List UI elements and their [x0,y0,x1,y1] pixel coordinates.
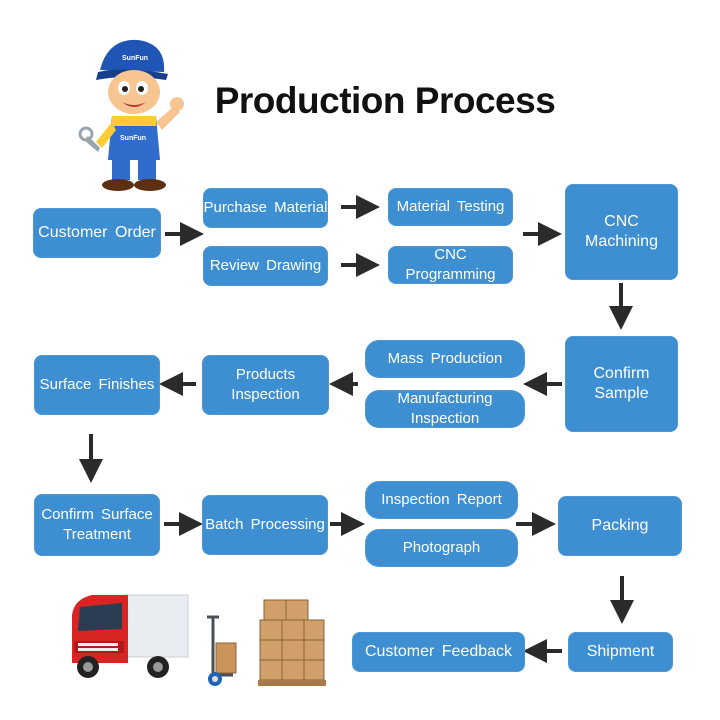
cardboard-boxes-illustration [258,599,326,686]
step-confirm-surface-treatment: Confirm Surface Treatment [34,494,160,556]
mascot-cap-text: SunFun [122,55,148,62]
step-products-inspection: Products Inspection [202,355,329,415]
step-manufacturing-inspection: Manufacturing Inspection [365,390,525,428]
red-truck-illustration [72,594,189,678]
step-shipment: Shipment [568,632,673,672]
mascot-chest-text: SunFun [120,135,146,142]
step-confirm-sample: Confirm Sample [565,336,678,432]
step-cnc-machining: CNC Machining [565,184,678,280]
step-review-drawing: Review Drawing [203,246,328,286]
diagram-title: Production Process [214,80,556,121]
step-batch-processing: Batch Processing [202,495,328,555]
step-customer-feedback: Customer Feedback [352,632,525,672]
step-packing: Packing [558,496,682,556]
step-material-testing: Material Testing [388,188,513,226]
mascot-worker-illustration: SunFun SunFun [78,39,184,191]
step-purchase-material: Purchase Material [203,188,328,228]
step-mass-production: Mass Production [365,340,525,378]
step-cnc-programming: CNC Programming [388,246,513,284]
step-photograph: Photograph [365,529,518,567]
hand-truck-illustration [207,615,237,686]
step-surface-finishes: Surface Finishes [34,355,160,415]
step-customer-order: Customer Order [33,208,161,258]
step-inspection-report: Inspection Report [365,481,518,519]
